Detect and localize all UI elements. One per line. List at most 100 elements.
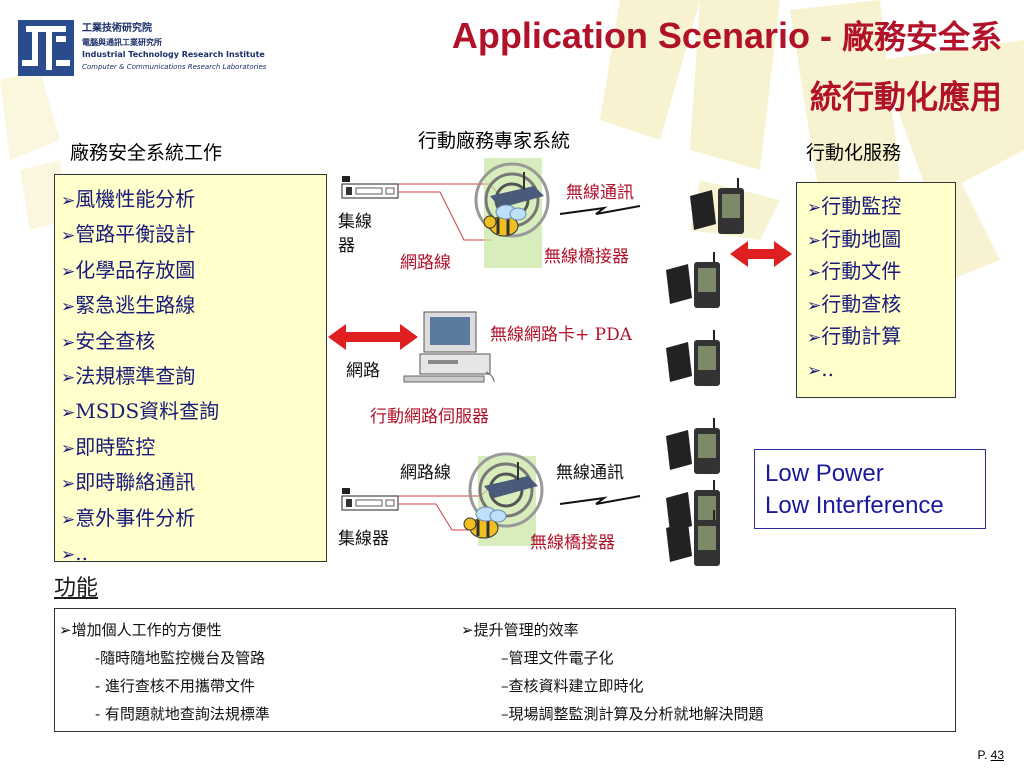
label-wireless-comm-top: 無線通訊 (566, 183, 634, 203)
factory-task-item: ➢MSDS資料查詢 (61, 395, 320, 430)
factory-task-item: ➢法規標準查詢 (61, 360, 320, 395)
factory-task-item-label: 即時聯絡通訊 (75, 470, 196, 495)
bullet-arrow-icon: ➢ (61, 368, 76, 389)
function-right-item: –管理文件電子化 (501, 649, 614, 667)
bullet-arrow-icon: ➢ (61, 191, 76, 211)
mobile-service-item: ➢行動計算 (807, 321, 945, 354)
function-left-item: -隨時隨地監控機台及管路 (95, 649, 266, 667)
factory-task-item: ➢即時監控 (61, 431, 320, 466)
bullet-arrow-icon: ➢ (61, 509, 76, 530)
mobile-service-item: ➢行動監控 (807, 191, 945, 224)
function-title: 功能 (54, 576, 99, 601)
label-hub-top-2: 器 (338, 236, 355, 256)
function-left-item: - 有問題就地查詢法規標準 (95, 705, 270, 723)
bullet-arrow-icon: ➢ (807, 198, 822, 218)
bullet-arrow-icon: ➢ (61, 332, 76, 353)
mobile-service-item-label: 行動查核 (821, 291, 902, 316)
slide-title-line-1: Application Scenario - 廠務安全系 (452, 12, 1002, 58)
label-hub-top-1: 集線 (338, 212, 372, 232)
logo-text-3: Industrial Technology Research Institute (82, 50, 265, 59)
bullet-arrow-icon: ➢ (61, 474, 76, 495)
hub-bottom-icon (341, 488, 399, 511)
mobile-service-item-label: .. (821, 356, 834, 381)
label-server: 行動網路伺服器 (370, 407, 489, 427)
header-left: 廠務安全系統工作 (70, 142, 223, 164)
factory-task-item: ➢緊急逃生路線 (61, 289, 320, 324)
factory-task-item: ➢即時聯絡通訊 (61, 466, 320, 501)
bullet-arrow-icon: ➢ (61, 545, 76, 566)
logo-text-2: 電腦與通訊工業研究所 (82, 38, 162, 47)
logo-text-4: Computer & Communications Research Labor… (82, 63, 267, 71)
factory-task-item: ➢.. (61, 537, 320, 572)
low-power-text: Low Power (765, 460, 884, 487)
hub-top-icon (341, 176, 399, 199)
bullet-arrow-icon: ➢ (807, 360, 822, 381)
title-zh-1: 廠務安全系 (841, 18, 1002, 56)
label-hub-top: 集線 器 (338, 210, 372, 258)
label-card-pda: 無線網路卡+ PDA (490, 325, 632, 345)
mobile-service-item: ➢行動文件 (807, 256, 945, 289)
function-right-head: ➢提升管理的效率 (461, 621, 579, 639)
factory-task-item: ➢意外事件分析 (61, 502, 320, 537)
mobile-service-item: ➢行動查核 (807, 289, 945, 322)
label-network-line-top: 網路線 (400, 253, 451, 273)
bullet-arrow-icon: ➢ (61, 297, 76, 318)
function-right-item: –查核資料建立即時化 (501, 677, 644, 695)
mobile-service-item: ➢.. (807, 354, 945, 387)
wireless-signal-bolt-bottom (559, 495, 641, 505)
function-box: ➢增加個人工作的方便性 -隨時隨地監控機台及管路 - 進行查核不用攜帶文件 - … (54, 608, 956, 732)
itri-logo: 工業技術研究院 電腦與通訊工業研究所 Industrial Technology… (18, 20, 278, 82)
label-wireless-bridge-top: 無線橋接器 (544, 247, 629, 267)
factory-task-item: ➢安全查核 (61, 325, 320, 360)
label-wireless-bridge-bottom: 無線橋接器 (530, 533, 615, 553)
bee-icon-top (483, 204, 527, 237)
pda-icon (666, 252, 720, 308)
pda-icon (690, 178, 744, 234)
pda-icon (666, 330, 720, 386)
label-network: 網路 (346, 361, 380, 381)
title-en: Application Scenario - (451, 15, 842, 56)
itri-logo-mark (18, 20, 74, 76)
mobile-service-item-label: 行動監控 (821, 194, 902, 218)
page-number: P. 43 (978, 748, 1004, 762)
mobile-service-list: ➢行動監控➢行動地圖➢行動文件➢行動查核➢行動計算➢.. (807, 191, 945, 386)
factory-task-item-label: 意外事件分析 (75, 505, 196, 530)
label-network-line-bottom: 網路線 (400, 463, 451, 483)
pda-icon (666, 510, 720, 566)
factory-task-item-label: 即時監控 (75, 434, 156, 459)
server-computer-icon (403, 311, 495, 383)
factory-task-item-label: 風機性能分析 (75, 187, 196, 211)
factory-task-item: ➢風機性能分析 (61, 183, 320, 218)
page-prefix: P. (977, 748, 991, 762)
factory-task-item: ➢化學品存放圖 (61, 254, 320, 289)
page-number-value: 43 (990, 748, 1004, 762)
mobile-service-item-label: 行動地圖 (821, 226, 902, 251)
mobile-service-item-label: 行動文件 (821, 259, 902, 283)
header-center: 行動廠務專家系統 (418, 130, 571, 152)
bullet-arrow-icon: ➢ (807, 263, 822, 283)
factory-task-item-label: .. (75, 541, 88, 566)
pda-icon (666, 418, 720, 474)
function-right-item: –現場調整監測計算及分析就地解決問題 (501, 705, 764, 723)
factory-task-item-label: 法規標準查詢 (75, 364, 196, 389)
label-wireless-comm-bottom: 無線通訊 (556, 463, 624, 483)
factory-safety-task-list: ➢風機性能分析➢管路平衡設計➢化學品存放圖➢緊急逃生路線➢安全查核➢法規標準查詢… (61, 183, 320, 572)
logo-text-1: 工業技術研究院 (82, 23, 152, 34)
double-arrow-left (328, 324, 418, 350)
factory-task-item-label: 安全查核 (75, 328, 156, 353)
bullet-arrow-icon: ➢ (61, 226, 76, 247)
low-power-box: Low Power Low Interference (754, 449, 986, 529)
low-interference-text: Low Interference (765, 492, 944, 519)
bullet-arrow-icon: ➢ (61, 438, 76, 459)
bee-icon-bottom (463, 506, 507, 539)
double-arrow-right (730, 241, 792, 267)
pda-devices (666, 178, 744, 566)
factory-safety-tasks-box: ➢風機性能分析➢管路平衡設計➢化學品存放圖➢緊急逃生路線➢安全查核➢法規標準查詢… (54, 174, 327, 565)
mobile-services-box: ➢行動監控➢行動地圖➢行動文件➢行動查核➢行動計算➢.. (796, 182, 956, 398)
factory-task-item: ➢管路平衡設計 (61, 218, 320, 253)
mobile-service-item: ➢行動地圖 (807, 224, 945, 257)
bullet-arrow-icon: ➢ (61, 261, 76, 282)
bullet-arrow-icon: ➢ (807, 230, 822, 251)
wireless-signal-bolt-top (559, 205, 641, 215)
